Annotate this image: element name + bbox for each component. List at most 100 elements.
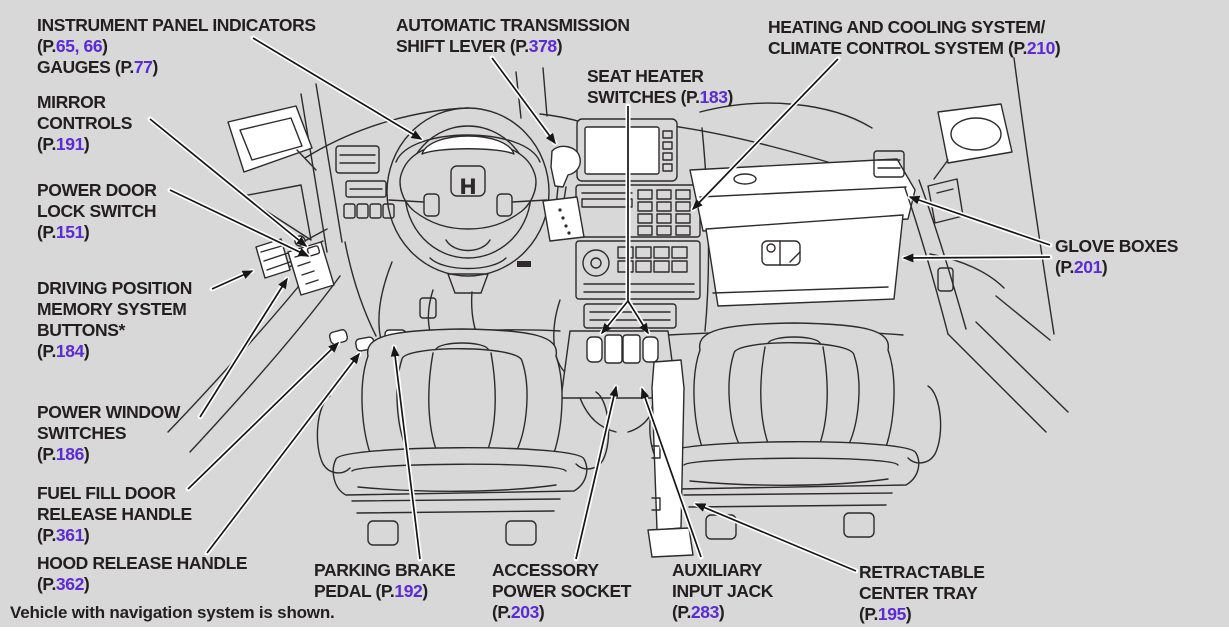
label-text: AUXILIARY — [672, 560, 763, 580]
leader-memory-buttons — [211, 270, 254, 290]
upper-glove-box — [689, 158, 916, 232]
label-text: MEMORY SYSTEM — [37, 299, 187, 319]
diagram-background-panel — [0, 0, 1229, 627]
label-line: BUTTONS* — [37, 320, 192, 341]
leader-accessory-socket — [575, 385, 619, 560]
label-text: PEDAL (P. — [314, 581, 395, 601]
leader-mirror-controls — [149, 118, 308, 248]
navigation-screen — [584, 126, 660, 175]
label-mirror-controls: MIRROR CONTROLS (P.191) — [37, 92, 132, 155]
label-line: CLIMATE CONTROL SYSTEM (P.210) — [768, 38, 1061, 59]
label-text: ) — [1101, 257, 1108, 277]
page-reference: 151 — [55, 222, 84, 242]
label-text: ) — [727, 87, 734, 107]
label-text: (P. — [37, 134, 56, 154]
page-reference: 195 — [877, 604, 906, 624]
label-line: CONTROLS — [37, 113, 132, 134]
label-line: SWITCHES — [37, 423, 180, 444]
page-reference: 192 — [394, 581, 423, 601]
page-reference: 183 — [699, 87, 728, 107]
label-line: (P.201) — [1055, 257, 1178, 278]
honda-logo-plate — [450, 165, 486, 197]
label-text: (P. — [37, 341, 56, 361]
label-text: RETRACTABLE — [859, 562, 985, 582]
leader-lines — [147, 35, 1053, 574]
glove-boxes-area — [689, 158, 916, 307]
label-center-tray: RETRACTABLE CENTER TRAY (P.195) — [859, 562, 985, 625]
page-reference: 201 — [1073, 257, 1102, 277]
steering-column — [447, 273, 489, 294]
driver-seat — [316, 328, 610, 546]
label-line: FUEL FILL DOOR — [37, 483, 192, 504]
label-line: HEATING AND COOLING SYSTEM/ — [768, 17, 1060, 38]
label-seat-heater: SEAT HEATER SWITCHES (P.183) — [587, 66, 733, 108]
label-line: SHIFT LEVER (P.378) — [396, 36, 630, 57]
label-power-door-lock: POWER DOOR LOCK SWITCH (P.151) — [37, 180, 157, 243]
page-reference: 77 — [133, 57, 153, 77]
label-text: ) — [83, 222, 90, 242]
page-reference: 210 — [1026, 38, 1055, 58]
page-reference: 191 — [55, 134, 84, 154]
label-text: SEAT HEATER — [587, 66, 704, 86]
label-line: INSTRUMENT PANEL INDICATORS — [37, 15, 316, 36]
label-text: MIRROR — [37, 92, 106, 112]
label-text: (P. — [1055, 257, 1074, 277]
label-line: SWITCHES (P.183) — [587, 87, 733, 108]
label-line: POWER WINDOW — [37, 402, 180, 423]
leader-fuel-fill — [187, 341, 340, 490]
leader-instrument-panel — [252, 37, 423, 140]
label-heating-cooling: HEATING AND COOLING SYSTEM/ CLIMATE CONT… — [768, 17, 1061, 59]
lower-glove-box — [705, 214, 904, 307]
label-line: LOCK SWITCH — [37, 201, 156, 222]
label-line: AUTOMATIC TRANSMISSION — [396, 15, 630, 36]
seat-heater-switch-right — [642, 336, 659, 363]
label-instrument-panel-indicators: INSTRUMENT PANEL INDICATORS (P.65, 66) G… — [37, 15, 316, 78]
label-text: RELEASE HANDLE — [37, 504, 192, 524]
page-reference: 184 — [55, 341, 84, 361]
label-text: ) — [83, 444, 90, 464]
label-text: CENTER TRAY — [859, 583, 978, 603]
label-text: (P. — [37, 444, 56, 464]
label-line: (P.361) — [37, 525, 192, 546]
label-text: CONTROLS — [37, 113, 132, 133]
label-line: (P.362) — [37, 574, 247, 595]
leader-glove-box-lower — [902, 253, 1051, 263]
label-text: (P. — [37, 574, 56, 594]
label-text: (P. — [37, 36, 56, 56]
label-text: FUEL FILL DOOR — [37, 483, 176, 503]
leader-aux-input — [640, 387, 702, 558]
accessory-power-socket — [604, 334, 623, 364]
label-text: ) — [538, 602, 545, 622]
label-text: ) — [83, 525, 90, 545]
instrument-cluster-hood — [421, 135, 515, 155]
label-glove-boxes: GLOVE BOXES (P.201) — [1055, 236, 1178, 278]
label-line: MEMORY SYSTEM — [37, 299, 192, 320]
label-text: POWER WINDOW — [37, 402, 180, 422]
label-line: (P.203) — [492, 602, 631, 623]
label-line: (P.65, 66) — [37, 36, 316, 57]
label-line: POWER SOCKET — [492, 581, 632, 602]
label-text: ) — [83, 134, 90, 154]
page-reference: 378 — [528, 36, 557, 56]
auxiliary-input-jack — [622, 334, 641, 364]
label-text: ) — [718, 602, 725, 622]
label-text: ) — [422, 581, 428, 601]
page-reference: 65, 66 — [55, 36, 103, 56]
label-text: (P. — [672, 602, 691, 622]
label-line: GLOVE BOXES — [1055, 236, 1178, 257]
label-aux-input: AUXILIARY INPUT JACK (P.283) — [672, 560, 773, 623]
leader-heating-cooling — [691, 58, 839, 211]
label-text: GLOVE BOXES — [1055, 236, 1178, 256]
leader-hood-release — [206, 352, 361, 554]
center-console — [560, 330, 678, 433]
label-text: ) — [102, 36, 108, 56]
label-text: BUTTONS* — [37, 320, 125, 340]
label-text: ACCESSORY — [492, 560, 599, 580]
glove-box-handle — [761, 240, 801, 266]
label-line: (P.195) — [859, 604, 985, 625]
label-line: RETRACTABLE — [859, 562, 985, 583]
label-line: ACCESSORY — [492, 560, 631, 581]
page-reference: 362 — [55, 574, 84, 594]
label-line: (P.184) — [37, 341, 192, 362]
